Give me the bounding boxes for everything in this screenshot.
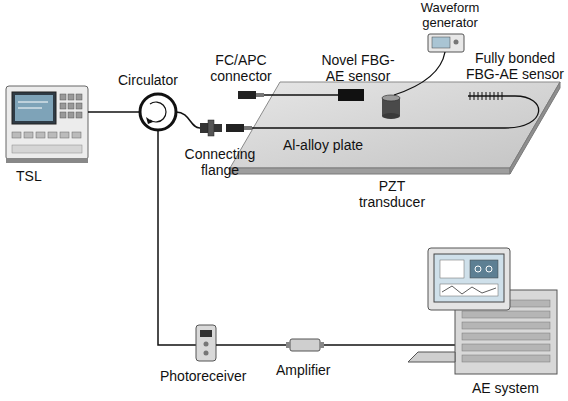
- part-label: Circulator: [118, 72, 178, 88]
- device-label: Waveform generator: [410, 0, 490, 30]
- plate-label: Al-alloy plate: [283, 137, 363, 153]
- part-label: FC/APC connector: [205, 52, 277, 84]
- device-label: Amplifier: [276, 362, 330, 378]
- device-label: TSL: [16, 168, 42, 184]
- device-label: AE system: [472, 380, 539, 396]
- part-label: PZT transducer: [352, 178, 432, 210]
- sensor-label: Fully bonded FBG-AE sensor: [465, 50, 565, 82]
- sensor-label: Novel FBG-AE sensor: [318, 52, 398, 84]
- device-label: Photoreceiver: [160, 368, 246, 384]
- part-label: Connecting flange: [180, 146, 260, 178]
